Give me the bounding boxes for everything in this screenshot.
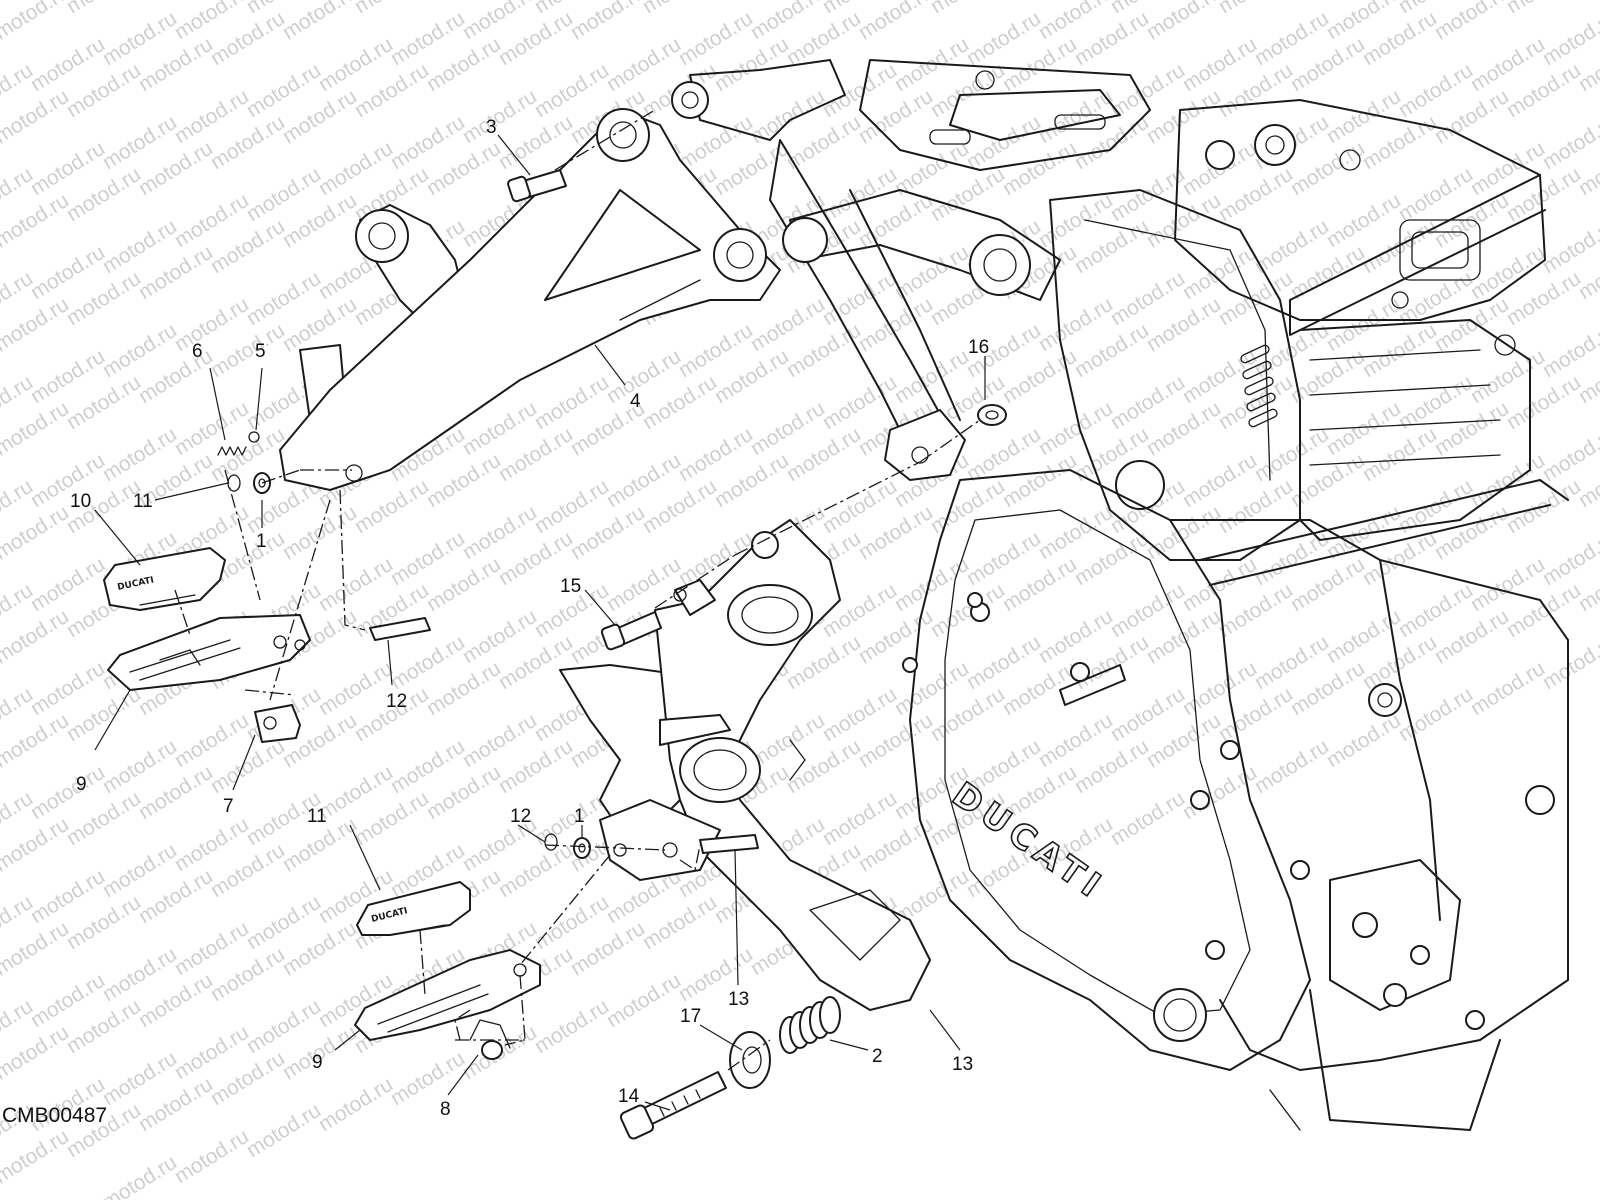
- callout-12-front: 13: [728, 989, 749, 1010]
- callout-17: 17: [680, 1006, 701, 1027]
- callout-9-front: 9: [312, 1052, 323, 1073]
- callout-7: 7: [223, 796, 234, 817]
- rear-footpeg: [107, 614, 311, 691]
- watermark-text: motod.ru: [638, 0, 720, 18]
- watermark-text: motod.ru: [170, 1125, 252, 1188]
- rear-footpeg-bracket: [279, 108, 781, 491]
- front-footpeg: [354, 949, 541, 1041]
- watermark-text: motod.ru: [854, 0, 936, 44]
- watermark-text: motod.ru: [926, 0, 1008, 18]
- callout-9-rear: 9: [76, 774, 87, 795]
- callout-13: 13: [952, 1054, 973, 1075]
- callout-4: 4: [630, 391, 641, 412]
- callout-10-front: 11: [307, 806, 327, 827]
- watermark-text: motod.ru: [386, 1047, 468, 1110]
- watermark-text: motod.ru: [1214, 0, 1296, 18]
- watermark-text: motod.ru: [1538, 631, 1600, 694]
- rear-footpeg-rubber-pad: DUCATI: [103, 547, 226, 611]
- callout-2: 2: [872, 1046, 883, 1067]
- watermark-text: motod.ru: [1394, 683, 1476, 746]
- callout-1-front: 1: [574, 806, 585, 827]
- callout-11-rear: 11: [133, 491, 153, 512]
- watermark-text: motod.ru: [1250, 735, 1332, 798]
- watermark-text: motod.ru: [1142, 0, 1224, 44]
- callout-10-rear: 10: [70, 491, 91, 512]
- watermark-text: motod.ru: [98, 1151, 180, 1200]
- callout-12-rear: 12: [386, 691, 407, 712]
- front-footpeg-bracket: [559, 519, 931, 1011]
- callout-15: 15: [560, 576, 581, 597]
- watermark-text: motod.ru: [242, 1099, 324, 1162]
- watermark-text: motod.ru: [566, 0, 648, 44]
- callout-6: 6: [192, 341, 203, 362]
- watermark-text: motod.ru: [1322, 709, 1404, 772]
- callout-5: 5: [255, 341, 266, 362]
- callout-8: 8: [440, 1099, 451, 1120]
- watermark-text: motod.ru: [1430, 0, 1512, 44]
- callout-16: 16: [968, 337, 989, 358]
- watermark-text: motod.ru: [1106, 787, 1188, 850]
- small-parts: [217, 169, 1007, 1140]
- callout-3: 3: [486, 117, 497, 138]
- watermark-text: motod.ru: [314, 1073, 396, 1136]
- watermark-text: motod.ru: [0, 0, 73, 44]
- watermark-text: motod.ru: [278, 0, 360, 44]
- watermark-text: motod.ru: [530, 995, 612, 1058]
- callouts: 3 4 5 6 11 1 10 9 7 12 15 16 11 12 1 9 1…: [70, 117, 989, 1120]
- watermark-text: motod.ru: [1466, 657, 1548, 720]
- assembly-dash-lines: [174, 109, 981, 1071]
- watermark-text: motod.ru: [1502, 0, 1584, 18]
- watermark-text: motod.ru: [62, 0, 144, 18]
- callout-11-front: 12: [510, 806, 531, 827]
- callout-14: 14: [618, 1086, 640, 1107]
- watermark-text: motod.ru: [350, 0, 432, 18]
- watermark-text: motod.ru: [602, 969, 684, 1032]
- drawing-code: CMB00487: [2, 1104, 107, 1127]
- callout-1-rear: 1: [256, 531, 267, 552]
- front-footpeg-rubber-pad: DUCATI: [356, 881, 471, 936]
